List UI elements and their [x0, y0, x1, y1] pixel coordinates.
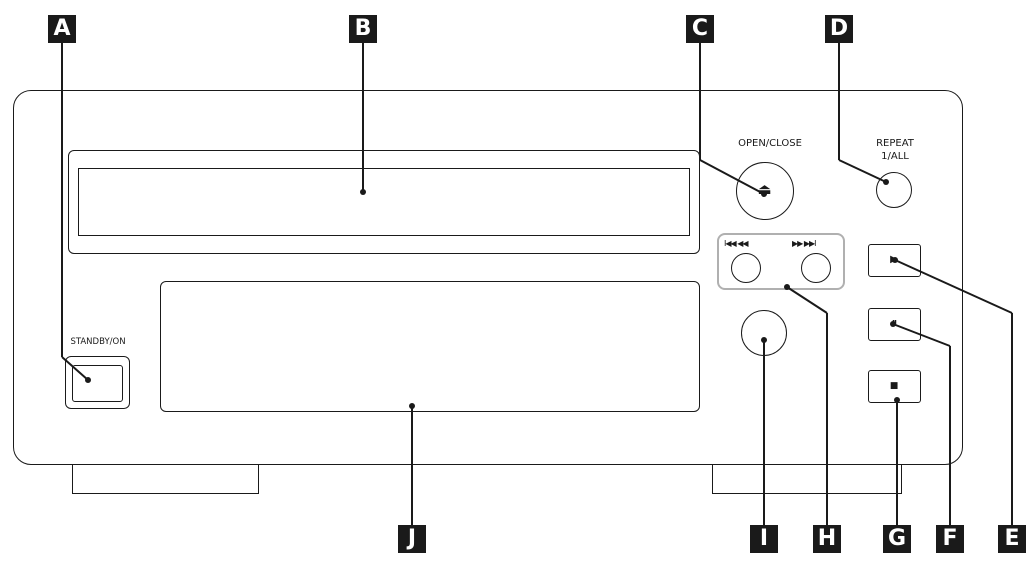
multi-dial-button[interactable]	[741, 310, 787, 356]
disc-tray-inner	[78, 168, 690, 236]
standby-on-label: STANDBY/ON	[70, 337, 126, 347]
callout-h: H	[813, 525, 841, 553]
skip-forward-icon: ▶▶ ▶▶I	[792, 239, 817, 248]
callout-i: I	[750, 525, 778, 553]
stop-icon: ■	[889, 381, 899, 391]
device-body	[13, 90, 963, 465]
left-foot	[72, 465, 259, 494]
open-close-button[interactable]: ⏏	[736, 162, 794, 220]
callout-a: A	[48, 15, 76, 43]
repeat-button[interactable]	[876, 172, 912, 208]
disc-tray-outer	[68, 150, 700, 254]
skip-button-group	[717, 233, 845, 290]
callout-f: F	[936, 525, 964, 553]
standby-button-frame	[65, 356, 130, 409]
callout-j: J	[398, 525, 426, 553]
callout-g: G	[883, 525, 911, 553]
callout-c: C	[686, 15, 714, 43]
stop-button[interactable]: ■	[868, 370, 921, 403]
repeat-label-line1: REPEAT	[876, 138, 914, 149]
standby-on-button[interactable]	[72, 365, 123, 402]
open-close-label: OPEN/CLOSE	[738, 138, 802, 149]
right-foot	[712, 465, 902, 494]
display-window	[160, 281, 700, 412]
callout-b: B	[349, 15, 377, 43]
callout-d: D	[825, 15, 853, 43]
skip-back-button[interactable]	[731, 253, 761, 283]
skip-forward-button[interactable]	[801, 253, 831, 283]
callout-e: E	[998, 525, 1026, 553]
repeat-label-line2: 1/ALL	[881, 151, 909, 162]
skip-back-icon: I◀◀ ◀◀	[724, 239, 749, 248]
